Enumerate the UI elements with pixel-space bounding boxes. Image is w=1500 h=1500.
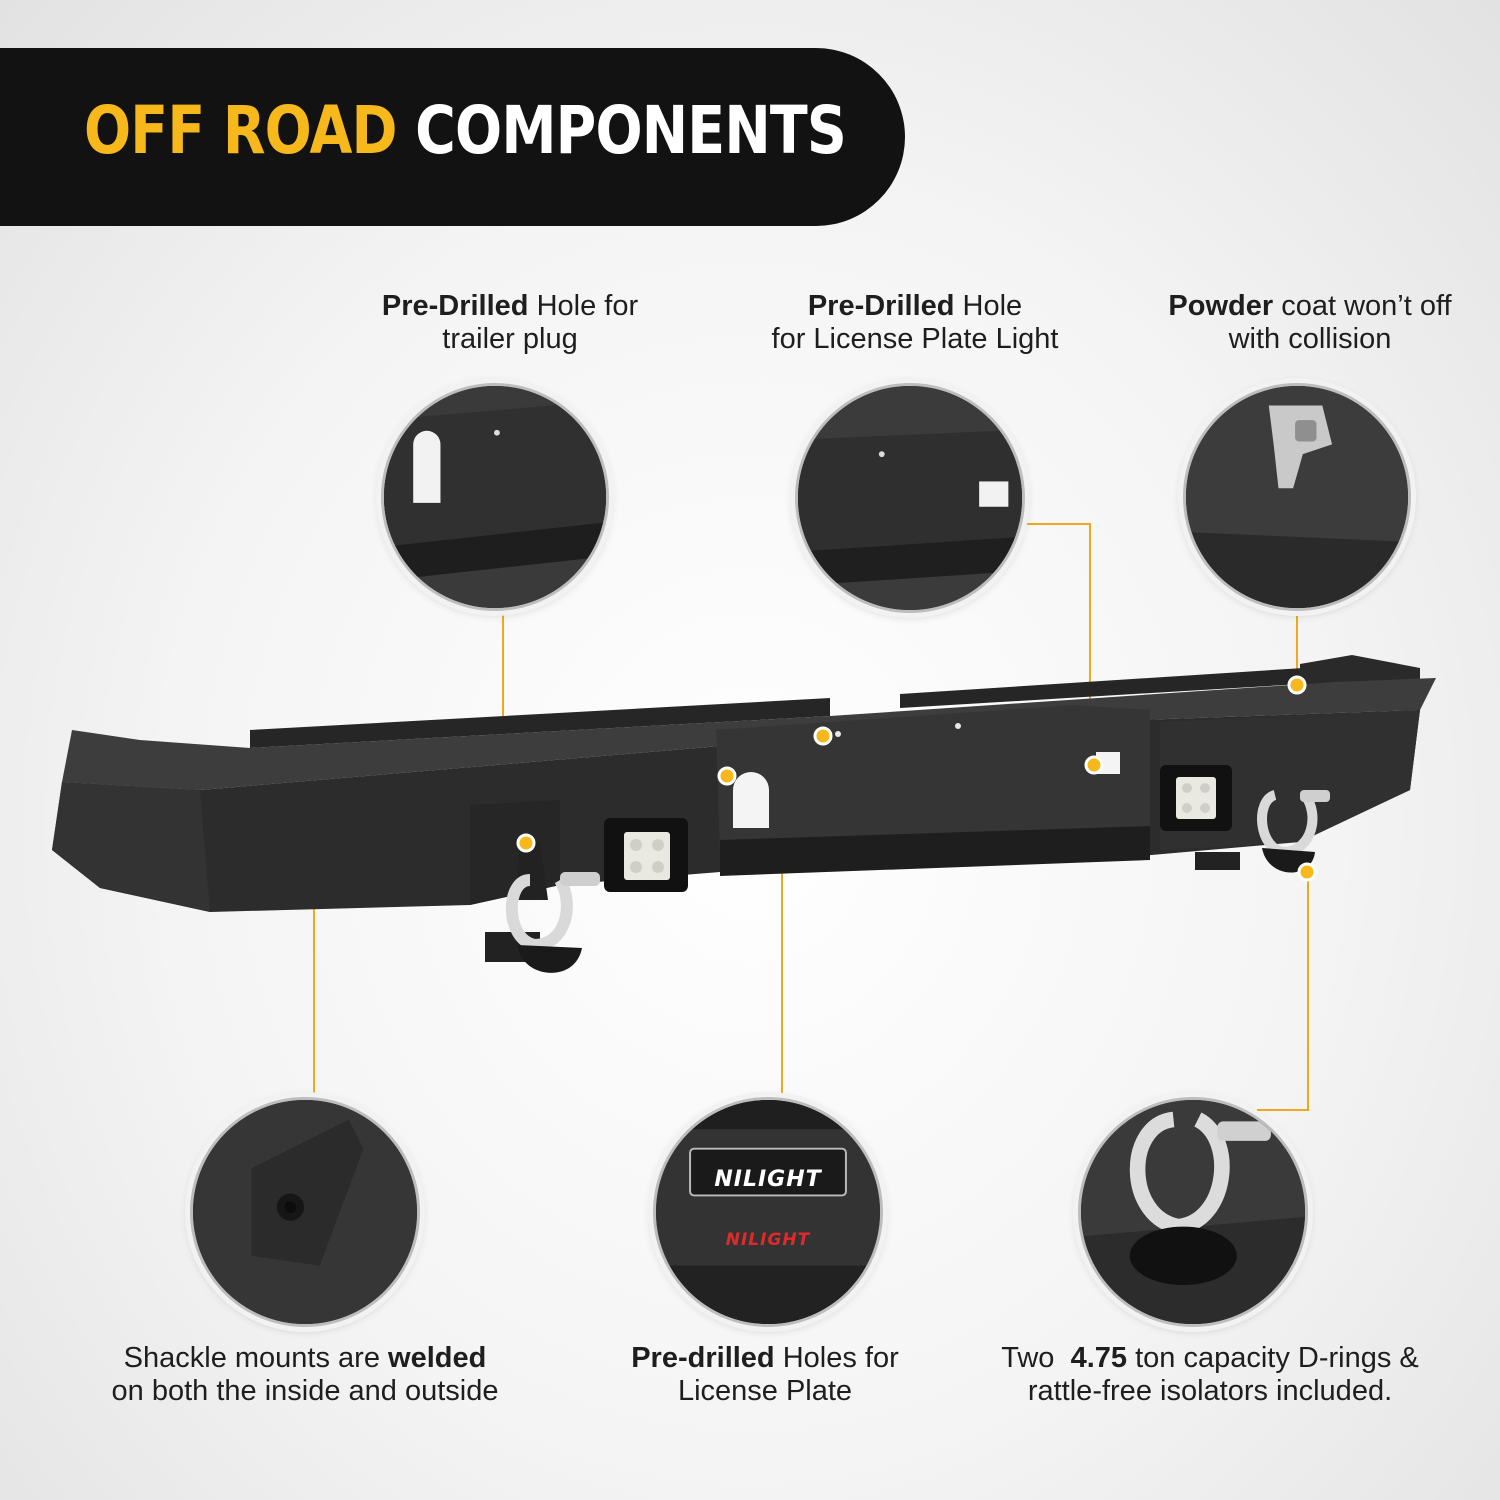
detail-shackle-mounts [190, 1097, 420, 1327]
detail-powder-coat [1183, 383, 1411, 611]
title-main: COMPONENTS [415, 92, 847, 169]
right-end-cap [1300, 655, 1420, 684]
top-rail-left [250, 698, 830, 748]
caption-trailer-plug: Pre-Drilled Hole for trailer plug [381, 290, 639, 355]
top-rail-right [900, 666, 1335, 708]
license-recess-floor [720, 826, 1150, 876]
work-light-icon [604, 818, 688, 892]
caption-shackle-mounts: Shackle mounts are welded on both the in… [111, 1342, 499, 1407]
plate-logo-white: NILIGHT [714, 1167, 822, 1192]
marker-powder-coat [1287, 675, 1307, 695]
marker-d-rings [1297, 862, 1317, 882]
detail-trailer-plug [381, 383, 609, 611]
caption-powder-coat: Powder coat won’t off with collision [1168, 290, 1452, 355]
work-light-right [1160, 765, 1232, 831]
caption-license-plate: Pre-drilled Holes for License Plate [631, 1342, 899, 1407]
marker-trailer-plug [717, 766, 737, 786]
plate-logo-red: NILIGHT [725, 1230, 811, 1250]
marker-plate-light [1084, 755, 1104, 775]
leader-d-rings [1257, 872, 1309, 1111]
title-accent: OFF ROAD [84, 92, 398, 169]
marker-shackle-mounts [516, 833, 536, 853]
marker-license-plate [813, 726, 833, 746]
caption-plate-light: Pre-Drilled Hole for License Plate Light [771, 290, 1059, 355]
detail-license-plate [653, 1097, 883, 1327]
trailer-hole-icon [733, 772, 769, 828]
caption-d-rings: Two 4.75 ton capacity D-rings & rattle-f… [1001, 1342, 1419, 1407]
page-title: OFF ROAD COMPONENTS [84, 98, 847, 164]
title-banner [0, 48, 905, 226]
wrench-icon [1268, 405, 1333, 489]
bumper-left-wing [52, 782, 210, 912]
shackle-icon [485, 842, 600, 973]
detail-d-rings [1078, 1097, 1308, 1327]
detail-plate-light [795, 383, 1025, 613]
